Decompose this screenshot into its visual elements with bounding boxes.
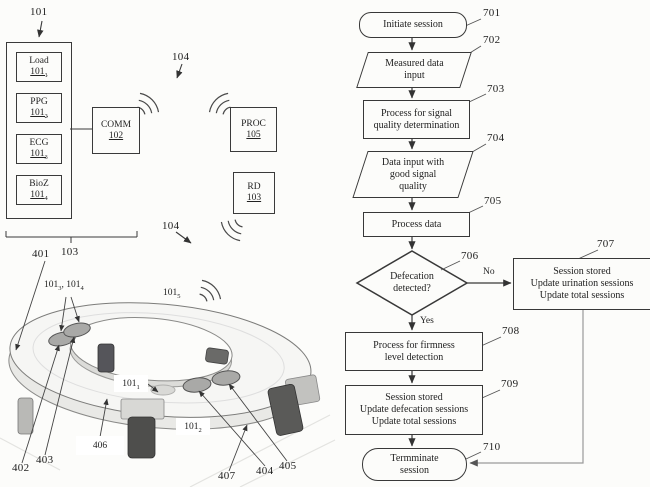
bioz-sensor-box: BioZ 1014 [16,175,62,205]
ref-401: 401 [32,248,50,260]
ppg-sensor-label: PPG [30,97,48,108]
front-foot [127,416,156,459]
ref-402: 402 [12,462,30,474]
rd-label: RD [247,182,261,193]
ecg-sensor-ref: 1013 [30,149,48,161]
label-101-5: 1015 [163,288,181,300]
label-electrodes-101-3-101-4: 1013, 1014 [44,280,84,292]
label-406: 406 [76,436,124,455]
sensor-assembly-box [6,42,72,219]
block-diagram-lines [5,20,192,244]
toilet-seat-drawing [8,260,321,472]
label-101-2: 1012 [176,418,210,435]
ref-710: 710 [483,441,501,453]
load-sensor-ref: 1011 [30,67,48,79]
comm-ref: 102 [108,130,124,141]
branch-label-no: No [483,267,495,277]
ref-101: 101 [30,6,48,18]
right-foot [267,383,304,436]
ppg-sensor-box: PPG 1012 [16,93,62,123]
ref-708: 708 [502,325,520,337]
comm-module-box: COMM 102 [92,107,140,154]
ref-702: 702 [483,34,501,46]
flowchart-node-defecation-session-stored: Session stored Update defecation session… [345,385,483,435]
remote-device-box: RD 103 [233,172,275,214]
front-foot-bracket [120,398,165,420]
ref-707: 707 [597,238,615,250]
no-branch-connector [469,308,584,467]
wireless-signal-icon [220,219,243,242]
flowchart-node-defecation-detected: Defecation detected? [390,271,434,294]
ref-104-top: 104 [172,51,190,63]
flowchart-arrows [408,36,512,447]
left-foot [17,397,34,435]
ref-709: 709 [501,378,519,390]
ref-703: 703 [487,83,505,95]
comm-label: COMM [100,119,132,130]
flowchart-node-measured-data-input: Measured data input [356,52,472,88]
ref-407: 407 [218,470,236,482]
flowchart-node-good-signal-data: Data input with good signal quality [352,151,474,198]
wireless-signal-icon [208,92,231,115]
ecg-sensor-label: ECG [29,138,49,149]
ref-701: 701 [483,7,501,19]
ref-705: 705 [484,195,502,207]
ref-405: 405 [279,460,297,472]
ref-403: 403 [36,454,54,466]
rear-right-bumper [205,347,229,365]
floor-shading [0,414,336,487]
label-101-1: 1011 [114,375,148,392]
proc-label: PROC [241,118,266,129]
flowchart-node-process-data: Process data [363,212,470,237]
ref-104-bottom: 104 [162,220,180,232]
branch-label-yes: Yes [420,316,434,326]
load-sensor-box: Load 1011 [16,52,62,82]
rd-ref: 103 [246,193,262,203]
ecg-sensor-box: ECG 1013 [16,134,62,164]
ref-706: 706 [461,250,479,262]
ref-404: 404 [256,465,274,477]
bioz-sensor-label: BioZ [29,179,49,190]
wireless-signal-icon [137,92,160,115]
bioz-sensor-ref: 1014 [30,190,48,202]
flowchart-node-signal-quality: Process for signal quality determination [363,100,470,139]
load-sensor-label: Load [29,56,49,67]
seat-leader-lines [15,260,288,472]
ppg-sensor-ref: 1012 [30,108,48,120]
proc-ref: 105 [246,129,261,140]
ref-704: 704 [487,132,505,144]
flowchart-node-initiate-session: Initiate session [359,12,467,38]
flowchart-node-urination-session-stored: Session stored Update urination sessions… [513,258,650,310]
processor-box: PROC 105 [230,107,277,152]
seat-electrodes [48,322,241,396]
flowchart-node-terminate-session: Termminate session [362,448,467,481]
rear-bumper [97,343,115,373]
wireless-signal-icon [199,279,222,302]
ref-103-bracket: 103 [61,246,79,258]
flowchart-node-firmness-detection: Process for firmness level detection [345,332,483,371]
